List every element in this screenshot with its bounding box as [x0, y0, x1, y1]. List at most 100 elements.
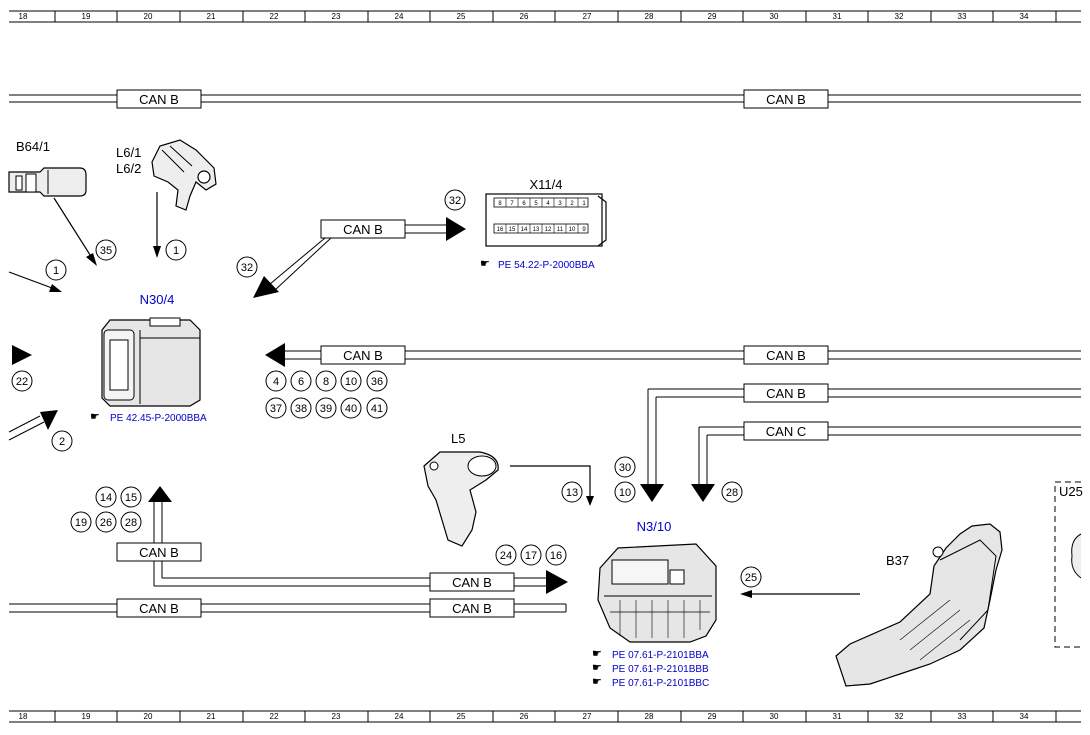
ruler-col: 24 [395, 712, 404, 721]
ruler-col: 23 [332, 712, 341, 721]
svg-text:10: 10 [619, 487, 631, 499]
bubble: 32 [236, 256, 258, 278]
bubble: 32 [444, 189, 466, 211]
svg-text:40: 40 [345, 403, 357, 415]
svg-text:12: 12 [545, 227, 552, 233]
ruler-col: 34 [1020, 712, 1029, 721]
bubble: 13 [561, 481, 583, 503]
svg-text:38: 38 [295, 403, 307, 415]
ruler-col: 18 [19, 712, 28, 721]
svg-text:37: 37 [270, 403, 282, 415]
svg-text:19: 19 [75, 517, 87, 529]
svg-text:2: 2 [570, 201, 574, 207]
svg-text:32: 32 [241, 262, 253, 274]
pointing-hand-icon: ☛ [592, 648, 602, 660]
ruler-col: 22 [270, 12, 279, 21]
svg-text:PE 07.61-P-2101BBB: PE 07.61-P-2101BBB [612, 664, 709, 675]
svg-text:9: 9 [582, 227, 586, 233]
b64-1-sensor: B64/1 [8, 139, 87, 197]
can-bus-label: CAN B [343, 348, 383, 363]
ruler-col: 31 [833, 12, 842, 21]
reference-link-x11-4[interactable]: ☛ PE 54.22-P-2000BBA [480, 258, 595, 271]
svg-text:8: 8 [323, 376, 329, 388]
svg-text:2: 2 [59, 436, 65, 448]
bubble: 1 [165, 239, 187, 261]
can-bus-label: CAN B [343, 222, 383, 237]
ruler-col: 32 [895, 712, 904, 721]
ruler-col: 19 [82, 12, 91, 21]
ruler-col: 26 [520, 712, 529, 721]
b37-pedal: B37 [835, 523, 1003, 687]
svg-text:28: 28 [726, 487, 738, 499]
ruler-col: 32 [895, 12, 904, 21]
can-b-bottom-bus: CAN B CAN B [9, 598, 567, 618]
bubble: 2 [51, 430, 73, 452]
can-bus-label: CAN B [139, 92, 179, 107]
ruler-col: 34 [1020, 12, 1029, 21]
pointing-hand-icon: ☛ [592, 662, 602, 674]
pointing-hand-icon: ☛ [480, 258, 490, 270]
ruler-col: 29 [708, 12, 717, 21]
can-b-top-bus: CAN B CAN B [9, 89, 1081, 109]
svg-text:36: 36 [371, 376, 383, 388]
svg-text:4: 4 [546, 201, 550, 207]
l5-sensor: L5 [423, 431, 499, 547]
component-label-b64-1: B64/1 [16, 139, 50, 154]
pointing-hand-icon: ☛ [90, 411, 100, 423]
can-c-to-n3-10: CAN C [691, 421, 1081, 502]
svg-text:4: 4 [273, 376, 279, 388]
component-label-x11-4: X11/4 [529, 177, 562, 192]
bottom-ruler: 18 19 20 21 22 23 24 25 26 27 28 29 30 3… [9, 710, 1081, 723]
can-bus-label: CAN B [452, 601, 492, 616]
n30-4-unit: N30/4 [101, 292, 201, 407]
component-label-l5: L5 [451, 431, 465, 446]
svg-text:41: 41 [371, 403, 383, 415]
ruler-col: 30 [770, 12, 779, 21]
ruler-col: 18 [19, 12, 28, 21]
svg-text:6: 6 [522, 201, 526, 207]
bubble: 1 [45, 259, 67, 281]
ruler-col: 28 [645, 712, 654, 721]
ruler-col: 20 [144, 712, 153, 721]
svg-text:15: 15 [509, 227, 516, 233]
top-ruler: 18 19 20 21 22 23 24 25 26 27 28 29 30 3… [9, 10, 1081, 23]
component-label-l6-2: L6/2 [116, 161, 141, 176]
ruler-col: 25 [457, 12, 466, 21]
reference-link-n30-4[interactable]: ☛ PE 42.45-P-2000BBA [90, 411, 207, 424]
bubble: 25 [740, 566, 762, 588]
ruler-col: 21 [207, 712, 216, 721]
bubble: 22 [11, 370, 33, 392]
bubble-group: 14 15 19 26 28 24 17 16 [70, 486, 567, 566]
svg-text:8: 8 [498, 201, 502, 207]
svg-text:35: 35 [100, 245, 112, 257]
svg-text:6: 6 [298, 376, 304, 388]
ruler-col: 23 [332, 12, 341, 21]
reference-link-n3-10[interactable]: ☛ PE 07.61-P-2101BBA ☛ PE 07.61-P-2101BB… [592, 648, 709, 689]
x11-4-connector: X11/4 8 7 6 5 4 3 2 1 16 15 14 13 12 11 … [485, 177, 607, 247]
arrow-right-icon [12, 345, 32, 365]
ruler-col: 33 [958, 12, 967, 21]
svg-text:16: 16 [497, 227, 504, 233]
u25-module: U25 [1054, 481, 1083, 648]
component-label-l6-1: L6/1 [116, 145, 141, 160]
ruler-col: 27 [583, 12, 592, 21]
component-label-b37: B37 [886, 553, 909, 568]
l6-sensor: L6/1 L6/2 [116, 139, 217, 211]
svg-text:10: 10 [569, 227, 576, 233]
svg-text:13: 13 [566, 487, 578, 499]
ruler-col: 30 [770, 712, 779, 721]
can-bus-label: CAN B [139, 545, 179, 560]
svg-text:32: 32 [449, 195, 461, 207]
svg-text:16: 16 [550, 550, 562, 562]
ruler-col: 33 [958, 712, 967, 721]
svg-text:7: 7 [510, 201, 514, 207]
svg-text:PE 07.61-P-2101BBC: PE 07.61-P-2101BBC [612, 678, 709, 689]
can-bus-label: CAN B [766, 348, 806, 363]
bubble-group: 4 6 8 10 36 37 38 39 40 41 [265, 370, 388, 419]
ruler-col: 19 [82, 712, 91, 721]
can-bus-label: CAN B [766, 386, 806, 401]
svg-text:5: 5 [534, 201, 538, 207]
ruler-col: 27 [583, 712, 592, 721]
svg-text:25: 25 [745, 572, 757, 584]
svg-text:1: 1 [582, 201, 586, 207]
